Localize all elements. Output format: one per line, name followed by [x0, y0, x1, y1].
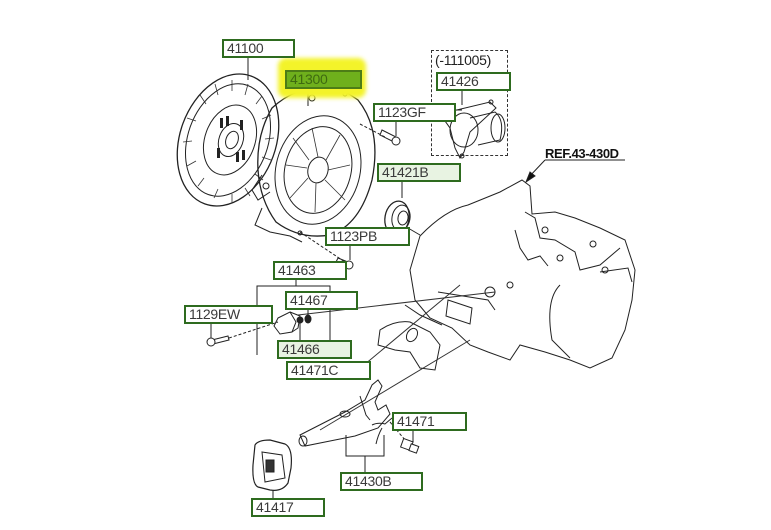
- retainer-clip-drawing: [296, 314, 312, 324]
- release-fork-boot-drawing: [252, 439, 292, 491]
- cover-bolt-drawing: [359, 123, 401, 146]
- transmission-drawing: [377, 179, 636, 371]
- part-label-41466[interactable]: 41466: [277, 340, 352, 359]
- ref-label: REF.43-430D: [545, 146, 619, 161]
- part-label-1123PB[interactable]: 1123PB: [325, 227, 410, 246]
- part-label-41426[interactable]: 41426: [436, 72, 511, 91]
- release-bearing-retainer-drawing: [438, 99, 506, 159]
- clutch-disc-drawing: [176, 73, 280, 207]
- fork-pivot-bolt-drawing: [389, 421, 420, 454]
- part-label-41471[interactable]: 41471: [392, 412, 467, 431]
- part-label-41463[interactable]: 41463: [273, 261, 347, 280]
- bolt-1123PB-drawing: [335, 257, 354, 270]
- fork-assembly-bracket: [345, 435, 385, 457]
- part-label-41100[interactable]: 41100: [222, 39, 295, 58]
- part-label-41417[interactable]: 41417: [251, 498, 325, 517]
- part-label-1129EW[interactable]: 1129EW: [184, 305, 273, 324]
- part-label-41421B[interactable]: 41421B: [377, 163, 461, 182]
- part-label-41467[interactable]: 41467: [285, 291, 358, 310]
- bracket-bolt-drawing: [206, 321, 279, 347]
- part-label-1123GF[interactable]: 1123GF: [373, 103, 456, 122]
- release-fork-drawing: [298, 379, 391, 447]
- group-note: (-111005): [435, 52, 491, 68]
- pivot-bracket-drawing: [273, 311, 301, 335]
- part-label-41300[interactable]: 41300: [285, 70, 362, 89]
- part-label-41430B[interactable]: 41430B: [340, 472, 423, 491]
- part-label-41471C[interactable]: 41471C: [286, 361, 371, 380]
